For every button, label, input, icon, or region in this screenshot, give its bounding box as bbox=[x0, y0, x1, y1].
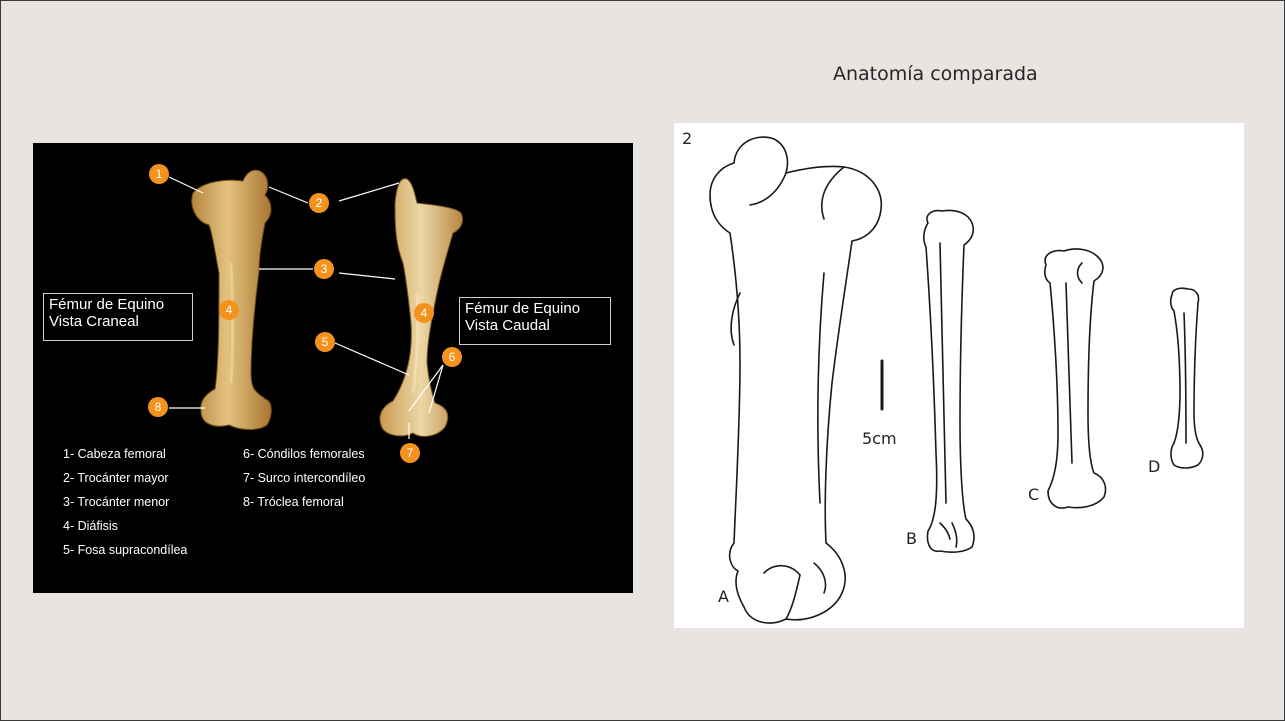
caudal-box-line1: Fémur de Equino bbox=[465, 300, 605, 317]
caudal-view-label-box: Fémur de Equino Vista Caudal bbox=[459, 297, 611, 345]
legend-item-5: 5- Fosa supracondílea bbox=[63, 543, 187, 557]
slide-title: Anatomía comparada bbox=[833, 63, 1038, 85]
legend-item-7: 7- Surco intercondíleo bbox=[243, 471, 365, 485]
femur-photo-illustration bbox=[33, 143, 633, 593]
legend-item-8: 8- Tróclea femoral bbox=[243, 495, 344, 509]
legend-item-2: 2- Trocánter mayor bbox=[63, 471, 169, 485]
cranial-box-line1: Fémur de Equino bbox=[49, 296, 187, 313]
legend-item-1: 1- Cabeza femoral bbox=[63, 447, 166, 461]
legend-item-4: 4- Diáfisis bbox=[63, 519, 118, 533]
badge-4-cranial: 4 bbox=[219, 300, 239, 320]
bone-label-b: B bbox=[906, 529, 917, 548]
badge-2: 2 bbox=[309, 193, 329, 213]
badge-3: 3 bbox=[314, 259, 334, 279]
femur-outlines bbox=[674, 123, 1244, 628]
femur-outline-b bbox=[924, 211, 974, 553]
figure-number: 2 bbox=[682, 129, 692, 148]
legend-item-3: 3- Trocánter menor bbox=[63, 495, 169, 509]
badge-1: 1 bbox=[149, 164, 169, 184]
badge-8: 8 bbox=[148, 397, 168, 417]
badge-6: 6 bbox=[442, 347, 462, 367]
femur-outline-a bbox=[710, 137, 881, 623]
badge-4-caudal: 4 bbox=[414, 303, 434, 323]
femur-outline-c bbox=[1045, 249, 1106, 508]
bone-label-a: A bbox=[718, 587, 729, 606]
scale-label: 5cm bbox=[862, 429, 897, 448]
bone-label-d: D bbox=[1148, 457, 1160, 476]
bone-label-c: C bbox=[1028, 485, 1039, 504]
legend-item-6: 6- Cóndilos femorales bbox=[243, 447, 365, 461]
cranial-view-label-box: Fémur de Equino Vista Craneal bbox=[43, 293, 193, 341]
badge-7: 7 bbox=[400, 443, 420, 463]
femur-outline-d bbox=[1171, 288, 1203, 468]
cranial-box-line2: Vista Craneal bbox=[49, 313, 187, 330]
comparative-femur-drawing: 2 5cm A B C D bbox=[674, 123, 1244, 628]
badge-5: 5 bbox=[315, 332, 335, 352]
femur-photo-panel: Fémur de Equino Vista Craneal Fémur de E… bbox=[33, 143, 633, 593]
caudal-box-line2: Vista Caudal bbox=[465, 317, 605, 334]
